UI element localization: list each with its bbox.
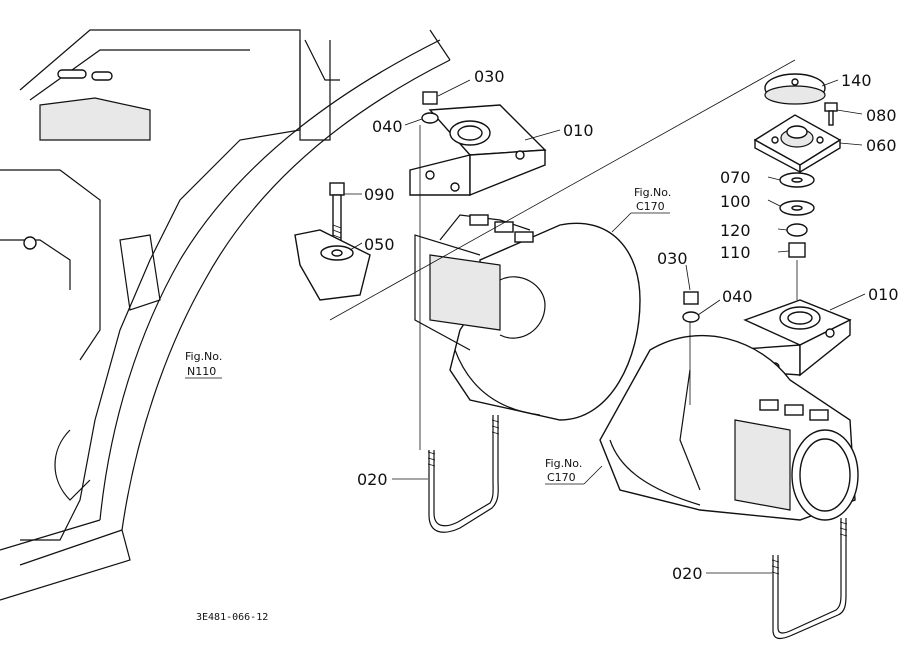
mount-bracket-010-upper: [409, 104, 547, 197]
cap-140: [764, 73, 826, 105]
callout-010-upper: 010: [563, 121, 594, 140]
washer-040-lower: [682, 311, 700, 323]
callout-090: 090: [364, 185, 395, 204]
figure-references: Fig.No. C170 Fig.No. C170 Fig.No. N110: [185, 186, 671, 484]
u-bolt-020-lower: [771, 518, 848, 640]
callout-labels: 030 040 010 090 050 140 080 060 070 100 …: [357, 67, 899, 583]
callout-030-lower: 030: [657, 249, 688, 268]
washer-040-upper: [421, 112, 439, 124]
fig-ref-label-2: Fig.No.: [545, 457, 582, 470]
gear-housing-upper: [414, 214, 641, 421]
bolt-080: [824, 102, 838, 126]
washer-100: [779, 200, 815, 216]
callout-020-lower: 020: [672, 564, 703, 583]
callout-120: 120: [720, 221, 751, 240]
callout-070: 070: [720, 168, 751, 187]
callout-040-lower: 040: [722, 287, 753, 306]
callout-100: 100: [720, 192, 751, 211]
callout-030-upper: 030: [474, 67, 505, 86]
callout-010-lower: 010: [868, 285, 899, 304]
drawing-id: 3E481-066-12: [196, 612, 268, 623]
callout-110: 110: [720, 243, 751, 262]
bracket-050: [294, 229, 371, 301]
fig-ref-code-3: N110: [187, 365, 216, 378]
callout-060: 060: [866, 136, 897, 155]
leader-lines: [185, 59, 866, 574]
isolator-060: [753, 114, 842, 174]
callout-080: 080: [866, 106, 897, 125]
nut-030-upper: [422, 91, 438, 105]
callout-040-upper: 040: [372, 117, 403, 136]
nut-110: [788, 242, 806, 258]
spring-washer-120: [786, 223, 808, 237]
chassis-frame: [0, 29, 451, 601]
fig-ref-label-1: Fig.No.: [634, 186, 671, 199]
nut-030-lower: [683, 291, 699, 305]
callout-050: 050: [364, 235, 395, 254]
fig-ref-code-1: C170: [636, 200, 665, 213]
gear-housing-lower: [599, 334, 859, 521]
callout-020-upper: 020: [357, 470, 388, 489]
u-bolt-020-upper: [427, 415, 500, 533]
fig-ref-label-3: Fig.No.: [185, 350, 222, 363]
fig-ref-code-2: C170: [547, 471, 576, 484]
washer-070: [779, 172, 815, 188]
callout-140: 140: [841, 71, 872, 90]
